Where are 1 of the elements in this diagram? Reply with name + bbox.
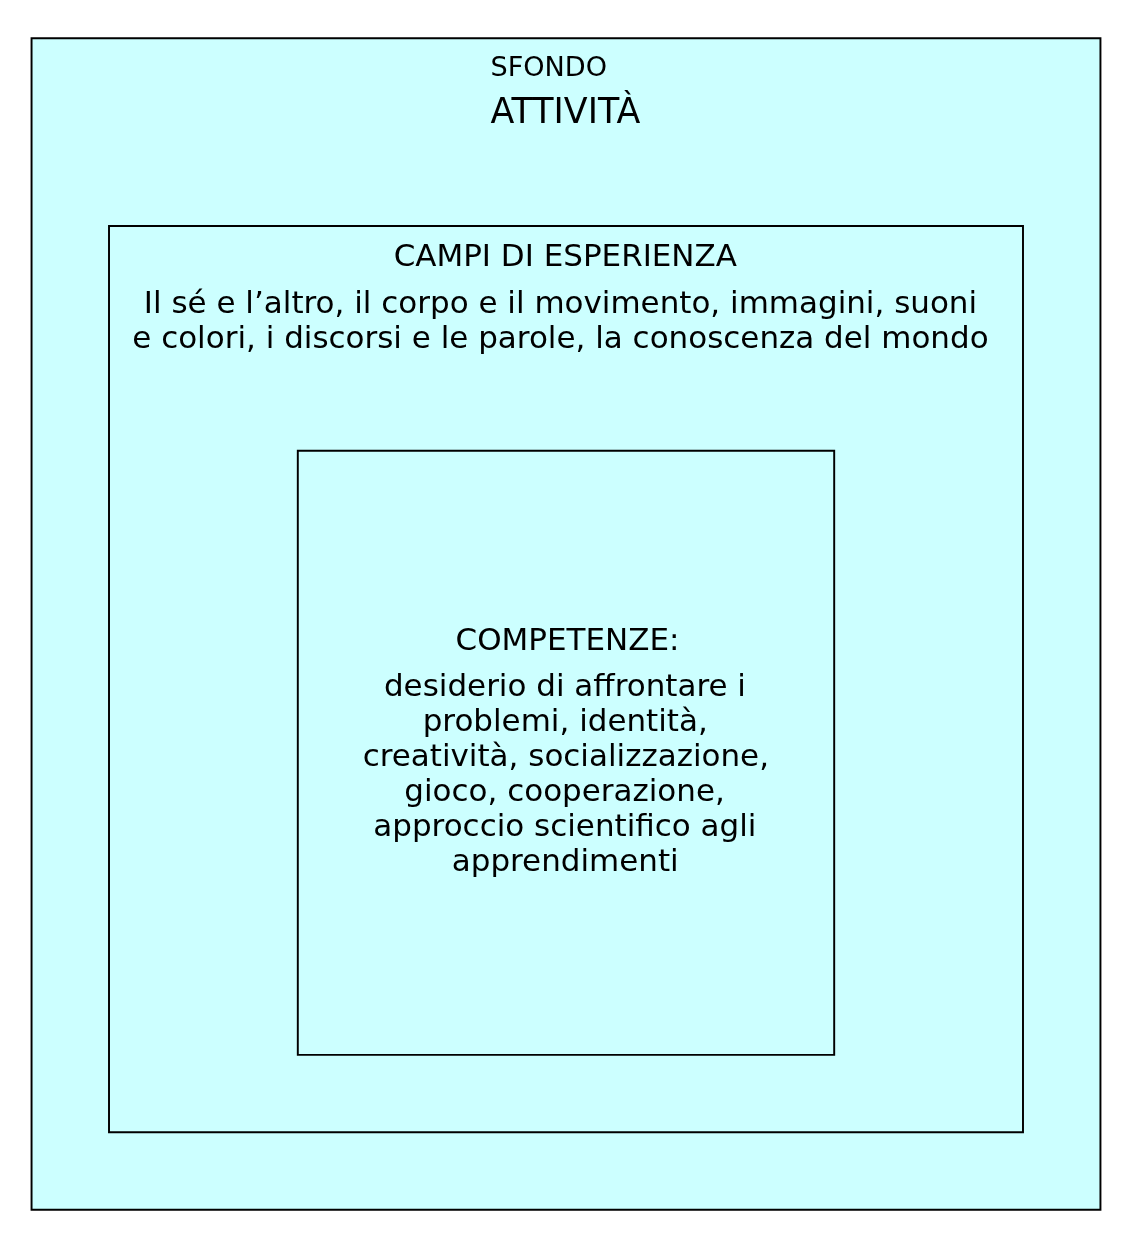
node-box: COMPETENZE: desiderio di affrontare i problemi, identità, creatività, socializzazione, gioco, cooperazione, approccio scientifico agli apprendimenti [296, 449, 836, 1056]
